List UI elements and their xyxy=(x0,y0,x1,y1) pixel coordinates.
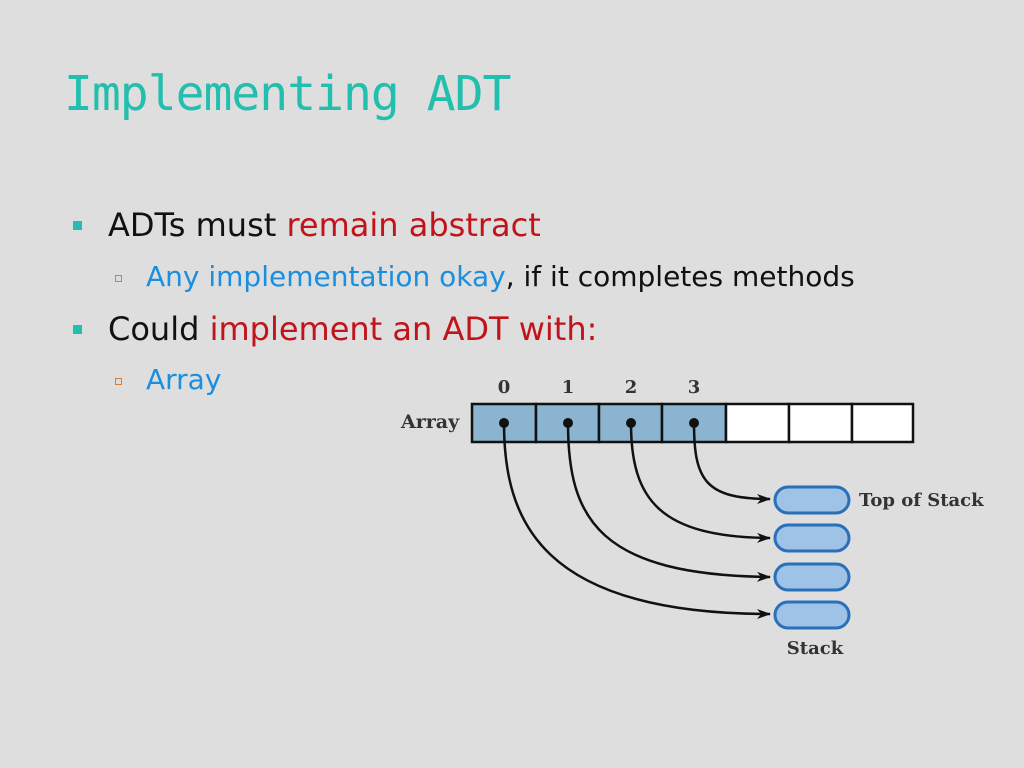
sub-bullet-1-suffix: , if it completes methods xyxy=(505,260,855,293)
sub-bullet-2: Array xyxy=(146,363,221,396)
sub-bullet-marker xyxy=(115,275,122,282)
slide-title: Implementing ADT xyxy=(64,66,511,122)
index-label-1: 1 xyxy=(562,377,575,398)
top-of-stack-label: Top of Stack xyxy=(859,490,984,511)
array-cell-6 xyxy=(850,402,915,444)
bullet-2-prefix: Could xyxy=(108,310,210,348)
pointer-arrow-2 xyxy=(629,422,771,543)
bullet-marker xyxy=(73,325,82,334)
stack-node-bottom xyxy=(773,600,851,630)
index-label-3: 3 xyxy=(688,377,701,398)
sub-bullet-1: Any implementation okay, if it completes… xyxy=(146,260,855,293)
stack-node-2 xyxy=(773,523,851,553)
pointer-arrow-1 xyxy=(566,422,771,582)
bullet-1-prefix: ADTs must xyxy=(108,206,287,244)
bullet-2: Could implement an ADT with: xyxy=(108,310,597,348)
array-label: Array xyxy=(400,411,460,433)
bullet-1: ADTs must remain abstract xyxy=(108,206,541,244)
pointer-arrow-0 xyxy=(502,422,771,619)
bullet-marker xyxy=(73,221,82,230)
sub-bullet-1-highlight: Any implementation okay xyxy=(146,260,506,293)
sub-bullet-marker xyxy=(115,378,122,385)
stack-node-3 xyxy=(773,562,851,592)
index-label-0: 0 xyxy=(498,377,511,398)
sub-bullet-2-highlight: Array xyxy=(146,363,222,396)
bullet-2-highlight: implement an ADT with: xyxy=(209,310,598,348)
stack-node-top xyxy=(773,485,851,515)
bullet-1-highlight: remain abstract xyxy=(286,206,541,244)
array-cell-5 xyxy=(787,402,854,444)
stack-label: Stack xyxy=(787,638,844,659)
array-cell-4 xyxy=(724,402,791,444)
index-label-2: 2 xyxy=(625,377,638,398)
pointer-arrow-3 xyxy=(692,422,771,504)
